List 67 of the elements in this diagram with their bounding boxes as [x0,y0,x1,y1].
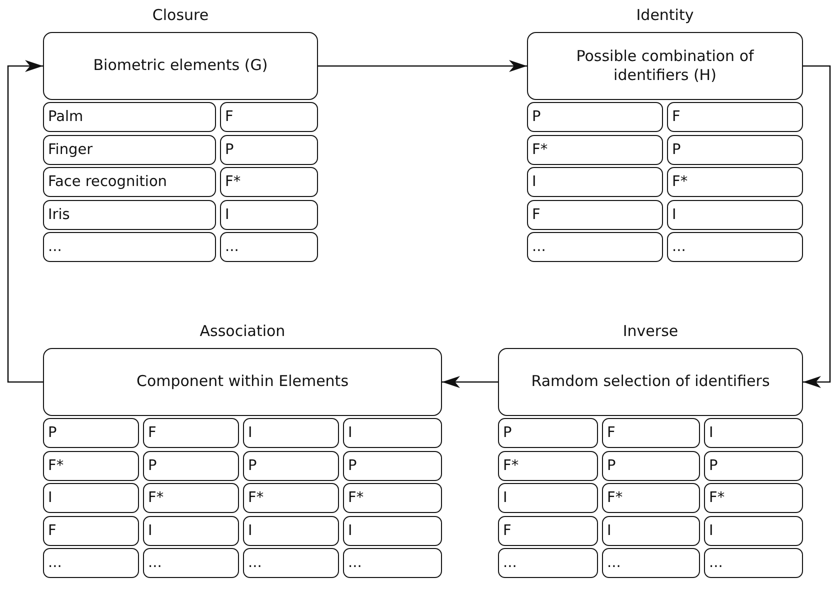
table-cell: P [602,450,700,480]
title-box: Possible combination of identifiers (H) [527,32,803,100]
arrow [7,60,43,383]
table-cell: ... [43,232,216,262]
table-cell: F* [602,483,700,513]
table-cell: F [43,516,139,546]
table-cell: P [143,450,239,480]
table-cell: Face recognition [43,167,216,197]
table-cell: P [343,450,442,480]
table-cell: F* [220,167,318,197]
table-cell: I [143,516,239,546]
table-cell: I [220,200,318,230]
table-cell: F* [704,483,803,513]
table-cell: ... [498,548,598,578]
table-cell: I [43,483,139,513]
table-cell: P [220,134,318,164]
table-cell: ... [527,232,663,262]
table-cell: F [220,102,318,132]
table-cell: F [667,102,803,132]
table-cell: F* [498,450,598,480]
table-cell: I [243,418,339,448]
panel-heading: Closure [151,6,210,24]
table-cell: F [143,418,239,448]
table-cell: I [667,200,803,230]
table-cell: ... [704,548,803,578]
table-cell: P [667,134,803,164]
table-cell: F* [243,483,339,513]
title-box: Ramdom selection of identifiers [498,348,803,416]
table-cell: F [602,418,700,448]
table-cell: F* [43,450,139,480]
table-cell: F* [527,134,663,164]
panel-heading: Inverse [622,322,680,340]
table-cell: I [243,516,339,546]
title-box: Biometric elements (G) [43,32,318,100]
table-cell: Iris [43,200,216,230]
table-cell: Palm [43,102,216,132]
table-cell: F* [343,483,442,513]
table-cell: P [243,450,339,480]
table-cell: I [704,516,803,546]
table-cell: P [43,418,139,448]
table-cell: I [343,516,442,546]
arrow [803,65,831,388]
table-cell: P [498,418,598,448]
arrow [442,376,498,388]
table-cell: F* [667,167,803,197]
table-cell: P [527,102,663,132]
table-cell: ... [143,548,239,578]
table-cell: I [527,167,663,197]
table-cell: F [527,200,663,230]
title-box: Component within Elements [43,348,442,416]
panel-heading: Identity [635,6,695,24]
table-cell: P [704,450,803,480]
table-cell: I [498,483,598,513]
table-cell: F* [143,483,239,513]
table-cell: ... [220,232,318,262]
table-cell: ... [43,548,139,578]
table-cell: Finger [43,134,216,164]
table-cell: I [343,418,442,448]
panel-heading: Association [198,322,286,340]
table-cell: ... [343,548,442,578]
table-cell: F [498,516,598,546]
table-cell: I [602,516,700,546]
table-cell: ... [602,548,700,578]
table-cell: ... [667,232,803,262]
arrow [318,60,527,72]
table-cell: ... [243,548,339,578]
table-cell: I [704,418,803,448]
